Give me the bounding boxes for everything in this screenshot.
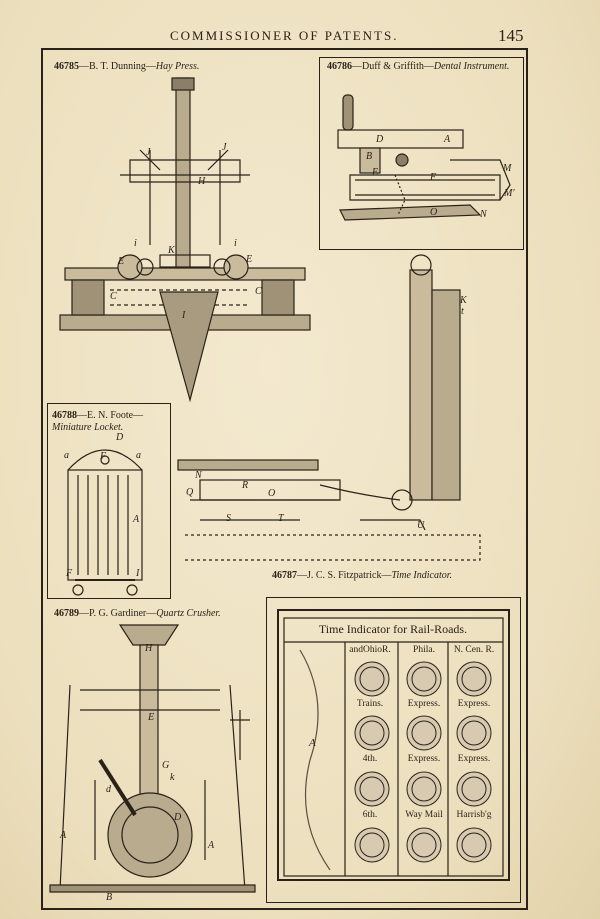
fig-label: i [234, 238, 237, 249]
caption-46785: 46785—B. T. Dunning—Hay Press. [54, 61, 200, 72]
running-head: COMMISSIONER OF PATENTS. [170, 28, 399, 43]
fig-label: E [372, 167, 379, 178]
time-indicator-panel [266, 597, 521, 903]
fig-label: a [136, 450, 141, 461]
fig-label: Q [186, 487, 194, 498]
fig-label: K [460, 295, 467, 306]
locket-drawing [67, 449, 143, 596]
fig-label: M [503, 163, 512, 174]
fig-label: A [60, 830, 67, 841]
fig-label: E [148, 712, 155, 723]
fig-label: J [146, 147, 151, 158]
fig-label: E [246, 254, 253, 265]
board-cell: Express. [457, 754, 491, 764]
fig-label: H [145, 643, 153, 654]
fig-label: C [255, 286, 262, 297]
fig-label: D [174, 812, 182, 823]
board-label-a: A [309, 737, 316, 749]
clock-faces [354, 661, 492, 863]
board-cell: andOhioR. [349, 645, 391, 655]
fig-label: a [64, 450, 69, 461]
fig-label: d [106, 784, 111, 795]
board-cell: 4th. [362, 754, 378, 764]
locket-panel [47, 403, 171, 599]
fig-label: B [106, 892, 113, 903]
fig-label: C [110, 291, 117, 302]
fig-label: D [376, 134, 384, 145]
board-cell: N. Cen. R. [453, 645, 495, 655]
fig-label: F [430, 172, 437, 183]
board-cell: Way Mail [405, 810, 443, 820]
board-cell: Trains. [356, 699, 384, 709]
fig-label: k [170, 772, 175, 783]
time-indicator-heading: Time Indicator for Rail-Roads. [318, 622, 468, 636]
fig-label: K [168, 245, 175, 256]
fig-label: I [182, 310, 186, 321]
board-cell: Phila. [413, 645, 435, 655]
fig-label: A [133, 514, 140, 525]
dental-panel [319, 57, 524, 250]
fig-label: A [208, 840, 215, 851]
fig-label: T [278, 513, 284, 524]
fig-label: F [100, 451, 107, 462]
fig-label: G [162, 760, 170, 771]
fig-label: i [134, 238, 137, 249]
fig-label: R [242, 480, 249, 491]
board-cell: Express. [407, 754, 441, 764]
board-cell: Harrisb'g [456, 810, 492, 820]
fig-label: t [461, 306, 464, 317]
time-board-drawing [277, 609, 510, 881]
fig-label: B [366, 151, 373, 162]
fig-label: I [136, 568, 140, 579]
plate-frame [41, 48, 528, 910]
fig-label: A [444, 134, 451, 145]
hay-press-drawing [59, 77, 311, 403]
quartz-crusher-drawing [49, 624, 256, 893]
fig-label: F [66, 568, 73, 579]
board-cell: Express. [407, 699, 441, 709]
fig-label: N [195, 470, 202, 481]
fig-label: E [118, 256, 125, 267]
time-indicator-side-drawing [177, 254, 481, 561]
fig-label: J [222, 142, 227, 153]
dental-instrument-drawing [337, 94, 511, 221]
fig-label: N [480, 209, 487, 220]
fig-label: M' [504, 188, 515, 199]
page-number: 145 [498, 26, 524, 45]
fig-label: S [226, 513, 231, 524]
fig-label: H [198, 176, 206, 187]
fig-label: D [116, 432, 124, 443]
fig-label: O [268, 488, 276, 499]
fig-label: O [430, 207, 438, 218]
caption-46786: 46786—Duff & Griffith—Dental Instrument. [327, 61, 510, 72]
caption-46787: 46787—J. C. S. Fitzpatrick—Time Indicato… [272, 570, 453, 581]
caption-46789: 46789—P. G. Gardiner—Quartz Crusher. [54, 608, 221, 619]
caption-46788: 46788—E. N. Foote—Miniature Locket. [52, 410, 144, 433]
board-cell: 6th. [362, 810, 378, 820]
board-cell: Express. [457, 699, 491, 709]
fig-label: U [417, 520, 425, 531]
